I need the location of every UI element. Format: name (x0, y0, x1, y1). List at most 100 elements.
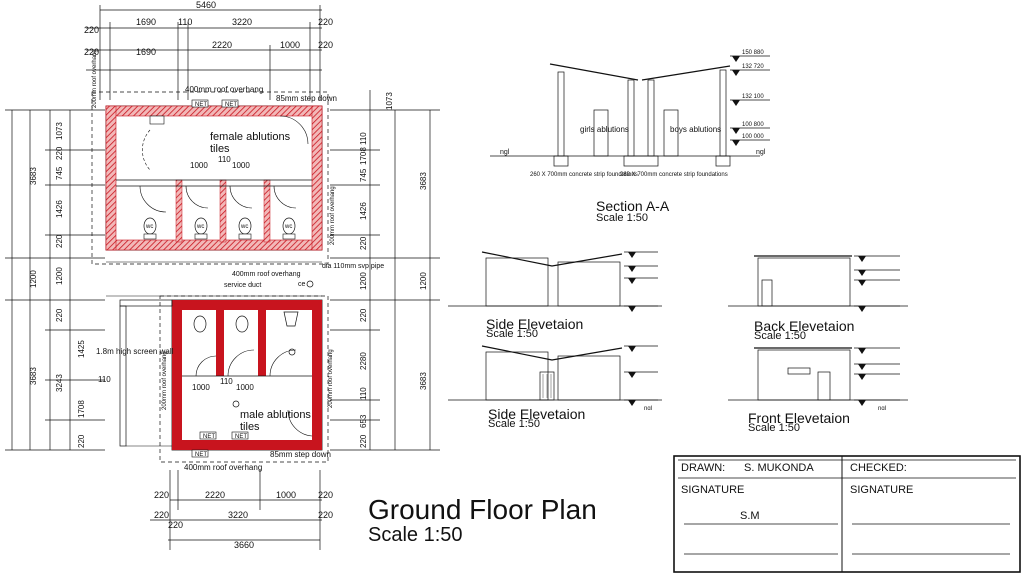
male-block (171, 299, 323, 458)
roof-right (641, 65, 731, 81)
back-elevation-drawing (728, 255, 908, 312)
net-label-m3: NET (195, 452, 207, 458)
dim-bottom-7: 220 (168, 520, 183, 530)
drawn-label: DRAWN: (681, 462, 726, 474)
dim-top-6: 1690 (136, 47, 156, 57)
roof-left (549, 63, 639, 81)
dim-top-overall: 5460 (196, 0, 216, 10)
bottom-dimension-lines (150, 470, 322, 550)
right-dimension-lines (330, 90, 440, 451)
dim-left-inner-8: 3243 (55, 374, 64, 392)
male-dim-3: 110 (220, 377, 233, 386)
dim-right-inner-4: 220 (359, 236, 368, 250)
roof-overhang-top-label: 400mm roof overhang (185, 85, 263, 94)
side-elevation-1-scale: Scale 1:50 (486, 328, 538, 340)
dim-top-1: 1690 (136, 17, 156, 27)
dim-right-outer-1: 3683 (419, 172, 428, 190)
dim-top-2: 3220 (232, 17, 252, 27)
top-dimension-lines (86, 5, 322, 100)
dim-left-outer-2: 3683 (29, 367, 38, 385)
dim-right-inner-7: 2280 (359, 352, 368, 370)
overhang-left-bottom-label: 200mm roof overhang (162, 351, 168, 410)
screen-wall-label: 1.8m high screen wall (96, 347, 174, 356)
wc-label-f1: wc (145, 224, 153, 230)
dim-left-inner-11: 220 (77, 434, 86, 448)
floor-plan-drawing: 5460 1690 3220 220 110 220 1690 2220 100… (5, 0, 440, 550)
section-title: Section A-A (596, 198, 670, 214)
male-tiles-label: tiles (240, 421, 260, 433)
female-tiles-label: tiles (210, 143, 230, 155)
cubicle-dim-2: 1000 (232, 161, 250, 170)
dim-left-inner-10: 1708 (77, 400, 86, 418)
dim-top-9: 220 (84, 47, 99, 57)
checked-label: CHECKED: (850, 462, 907, 474)
side-elevation-1-drawing (448, 251, 662, 312)
male-dim-1: 1000 (192, 383, 210, 392)
section-level-0: 150 880 (742, 50, 764, 56)
net-label-m1: NET (203, 434, 215, 440)
overhang-right-bottom-label: 200mm roof overhang (328, 349, 334, 408)
wall-mid-left (627, 79, 635, 157)
left-dimension-lines (5, 109, 105, 451)
wc-label-f3: wc (240, 224, 248, 230)
front-elevation-drawing: ngl (728, 347, 908, 410)
dim-right-inner-5: 1200 (359, 272, 368, 290)
dim-top-5: 220 (318, 17, 333, 27)
dim-top-4: 110 (178, 17, 192, 27)
foundation-label-1: 260 X 700mm concrete strip foundations (530, 172, 638, 178)
right-dimension-labels: 1073 3683 1200 3683 1708 110 745 1426 22… (359, 92, 428, 448)
net-label-m2: NET (235, 434, 247, 440)
plan-scale: Scale 1:50 (368, 524, 463, 546)
dim-right-inner-8: 110 (359, 387, 368, 400)
dim-left-inner-1: 220 (55, 146, 64, 160)
section-ngl-left: ngl (500, 149, 510, 156)
service-area (106, 261, 322, 297)
left-dimension-labels: 3683 1200 3683 1073 220 745 1426 220 120… (29, 122, 111, 448)
dim-left-inner-3: 1426 (55, 200, 64, 218)
wc-label-f2: wc (196, 224, 204, 230)
dim-left-inner-7: 1425 (77, 340, 86, 358)
dim-left-inner-5: 1200 (55, 267, 64, 285)
dim-bottom-5: 220 (318, 510, 333, 520)
male-block-labels: male ablutions tiles 1000 1000 110 NET N… (96, 347, 334, 472)
bottom-dimension-labels: 220 220 2220 1000 220 220 3220 220 3660 (154, 490, 333, 550)
screen-wall (119, 299, 173, 447)
plan-title: Ground Floor Plan (368, 494, 597, 525)
side-elevation-2-title: Side Elevetaion (488, 406, 586, 422)
boys-ablutions-label: boys ablutions (670, 125, 721, 134)
foundation-label-2: 260 X 700mm concrete strip foundations (620, 172, 728, 178)
side-elevation-2-drawing: ngl (448, 345, 662, 410)
dim-right-inner-9: 653 (359, 414, 368, 428)
signature-value-drawn: S.M (740, 510, 760, 522)
section-level-3: 100 800 (742, 122, 764, 128)
dim-right-inner-3: 1426 (359, 202, 368, 220)
back-elevation-scale: Scale 1:50 (754, 330, 806, 342)
dim-top-10: 220 (318, 40, 333, 50)
dim-right-inner-1: 110 (359, 132, 368, 145)
roof-overhang-bottom-label: 400mm roof overhang (184, 463, 262, 472)
overhang-left-top-label: 200mm roof overhang (92, 49, 98, 108)
dim-left-inner-2: 745 (55, 166, 64, 180)
dim-right-outer-2: 1200 (419, 272, 428, 290)
front-elevation-ngl: ngl (878, 406, 886, 410)
section-level-4: 100 000 (742, 134, 764, 140)
wall-right (719, 69, 727, 157)
section-level-2: 132 100 (742, 94, 764, 100)
dim-right-inner-2: 745 (359, 168, 368, 182)
net-label-f2: NET (225, 102, 237, 108)
signature-label-checked: SIGNATURE (850, 484, 914, 496)
female-ablutions-label: female ablutions (210, 131, 291, 143)
dim-top-7: 2220 (212, 40, 232, 50)
dim-bottom-4: 220 (154, 510, 169, 520)
section-ngl-right: ngl (756, 149, 766, 156)
dim-bottom-3: 1000 (276, 490, 296, 500)
front-elevation-scale: Scale 1:50 (748, 422, 800, 434)
dim-left-inner-4: 220 (55, 234, 64, 248)
section-scale: Scale 1:50 (596, 212, 648, 224)
section-level-1: 132 720 (742, 64, 764, 70)
dim-bottom-8: 3660 (234, 540, 254, 550)
dim-top-8: 1000 (280, 40, 300, 50)
dim-bottom-6: 3220 (228, 510, 248, 520)
dim-bottom-0: 220 (154, 490, 169, 500)
top-dimension-labels: 5460 1690 3220 220 110 220 1690 2220 100… (84, 0, 333, 57)
